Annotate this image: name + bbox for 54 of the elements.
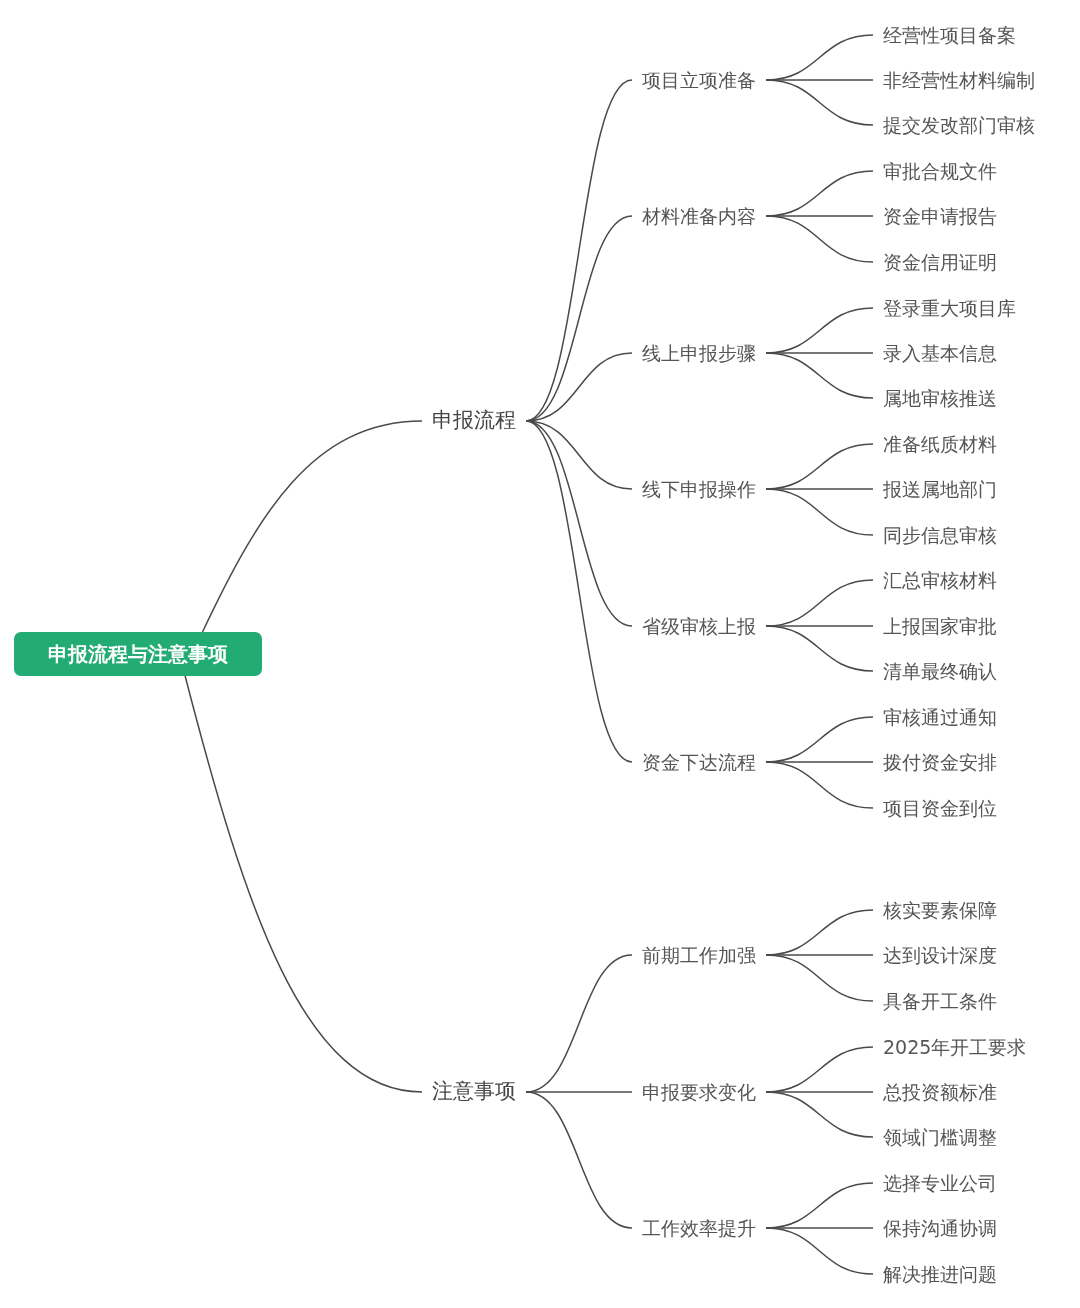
connector-curve (765, 1227, 874, 1275)
subtopic-text: 线上申报步骤 (632, 338, 766, 368)
leaf-item-text: 保持沟通协调 (873, 1213, 1007, 1243)
leaf-item-text: 审核通过通知 (873, 702, 1007, 732)
connector-curve (765, 625, 874, 672)
connector-curve (525, 420, 633, 763)
leaf-item-text: 领域门槛调整 (873, 1122, 1007, 1152)
leaf-item-text: 拨付资金安排 (873, 747, 1007, 777)
leaf-item-text: 核实要素保障 (873, 895, 1007, 925)
branch-topic: 注意事项 (422, 1076, 526, 1108)
leaf-item-text: 登录重大项目库 (873, 293, 1026, 323)
connector-curve (765, 954, 874, 1002)
leaf-item-text: 达到设计深度 (873, 940, 1007, 970)
leaf-item-text: 同步信息审核 (873, 520, 1007, 550)
leaf-item-text: 属地审核推送 (873, 383, 1007, 413)
leaf-item-text: 资金信用证明 (873, 247, 1007, 277)
subtopic-text: 省级审核上报 (632, 611, 766, 641)
connector-curve (525, 420, 633, 627)
subtopic-text: 工作效率提升 (632, 1213, 766, 1243)
leaf-item-text: 审批合规文件 (873, 156, 1007, 186)
connector-curve (765, 79, 874, 126)
connector-curve (765, 215, 874, 263)
leaf-item-text: 报送属地部门 (873, 474, 1007, 504)
subtopic-text: 线下申报操作 (632, 474, 766, 504)
subtopic-text: 项目立项准备 (632, 65, 766, 95)
leaf-item-text: 总投资额标准 (873, 1077, 1007, 1107)
leaf-item-text: 资金申请报告 (873, 201, 1007, 231)
connector-curve (525, 1091, 633, 1229)
branch-topic: 申报流程 (422, 405, 526, 437)
connector-curve (765, 488, 874, 536)
leaf-item-text: 经营性项目备案 (873, 20, 1026, 50)
root-topic: 申报流程与注意事项 (14, 632, 262, 676)
connector-curve (765, 352, 874, 399)
leaf-item-text: 项目资金到位 (873, 793, 1007, 823)
leaf-item-text: 解决推进问题 (873, 1259, 1007, 1289)
connector-curve (201, 420, 423, 633)
connector-curve (765, 1091, 874, 1138)
subtopic-text: 前期工作加强 (632, 940, 766, 970)
leaf-item-text: 2025年开工要求 (873, 1032, 1037, 1062)
leaf-item-text: 非经营性材料编制 (873, 65, 1045, 95)
leaf-item-text: 具备开工条件 (873, 986, 1007, 1016)
subtopic-text: 资金下达流程 (632, 747, 766, 777)
leaf-item-text: 选择专业公司 (873, 1168, 1007, 1198)
leaf-item-text: 上报国家审批 (873, 611, 1007, 641)
leaf-item-text: 准备纸质材料 (873, 429, 1007, 459)
leaf-item-text: 清单最终确认 (873, 656, 1007, 686)
leaf-item-text: 汇总审核材料 (873, 565, 1007, 595)
leaf-item-text: 录入基本信息 (873, 338, 1007, 368)
connector-curve (525, 420, 633, 490)
connector-curve (184, 675, 423, 1093)
subtopic-text: 材料准备内容 (632, 201, 766, 231)
leaf-item-text: 提交发改部门审核 (873, 110, 1045, 140)
connector-curve (765, 761, 874, 809)
subtopic-text: 申报要求变化 (632, 1077, 766, 1107)
